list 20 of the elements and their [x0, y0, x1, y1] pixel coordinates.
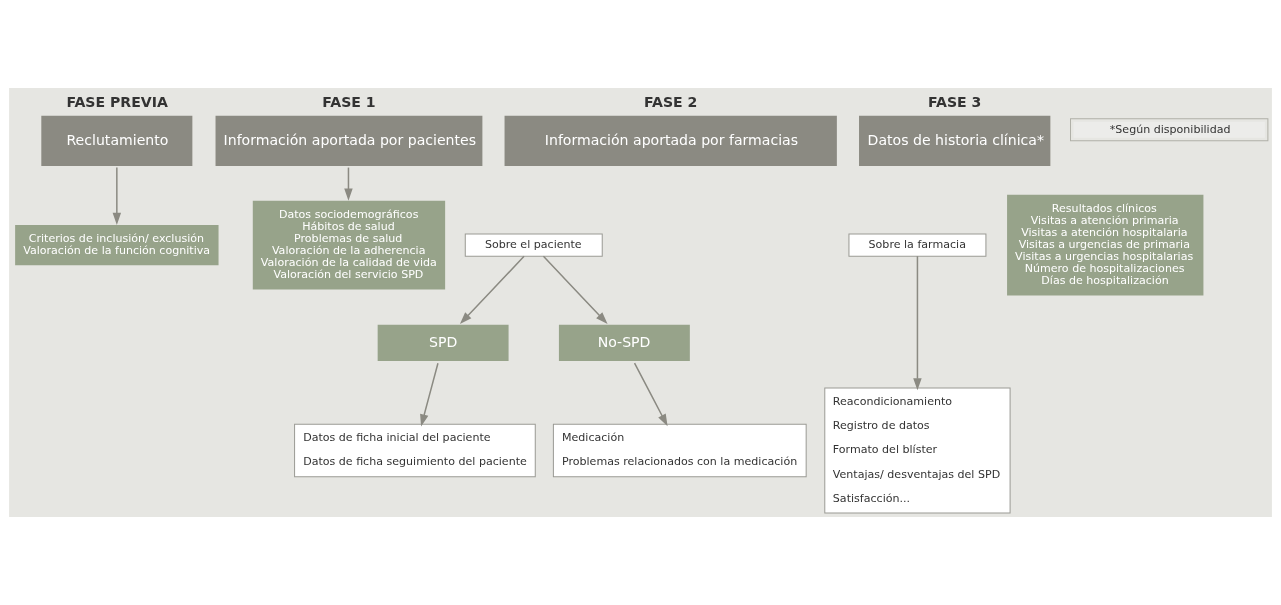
- arrow: [420, 362, 439, 427]
- arrow: [633, 362, 668, 427]
- node-label: FASE 1: [322, 93, 376, 110]
- arrow: [542, 255, 608, 325]
- node-box: Información aportada por pacientes: [215, 115, 483, 167]
- node-label: FASE 2: [644, 93, 698, 110]
- node-box: Resultados clínicos Visitas a atención primaria Visitas a atención hospitalaria Visitas a urgencias de primaria Visitas a urgencias hospitalarias Número de hospitalizaciones Días de hospitalización: [1007, 194, 1204, 296]
- node-box: Reclutamiento: [41, 115, 193, 167]
- node-label: FASE 3: [928, 93, 982, 110]
- node-box: Datos sociodemográficos Hábitos de salud Problemas de salud Valoración de la adherencia Valoración de la calidad de vida Valoración del servicio SPD: [252, 200, 446, 290]
- arrow: [459, 255, 525, 325]
- node-box: SPD: [377, 324, 509, 361]
- node-label: FASE PREVIA: [66, 93, 168, 110]
- node-box: Criterios de inclusión/ exclusión Valoración de la función cognitiva: [15, 224, 219, 266]
- arrow: [913, 255, 922, 391]
- arrow: [344, 166, 353, 201]
- node-box: No-SPD: [558, 324, 690, 361]
- arrow: [112, 166, 122, 225]
- node-box: Datos de historia clínica*: [859, 115, 1051, 167]
- node-box: Información aportada por farmacias: [504, 115, 837, 167]
